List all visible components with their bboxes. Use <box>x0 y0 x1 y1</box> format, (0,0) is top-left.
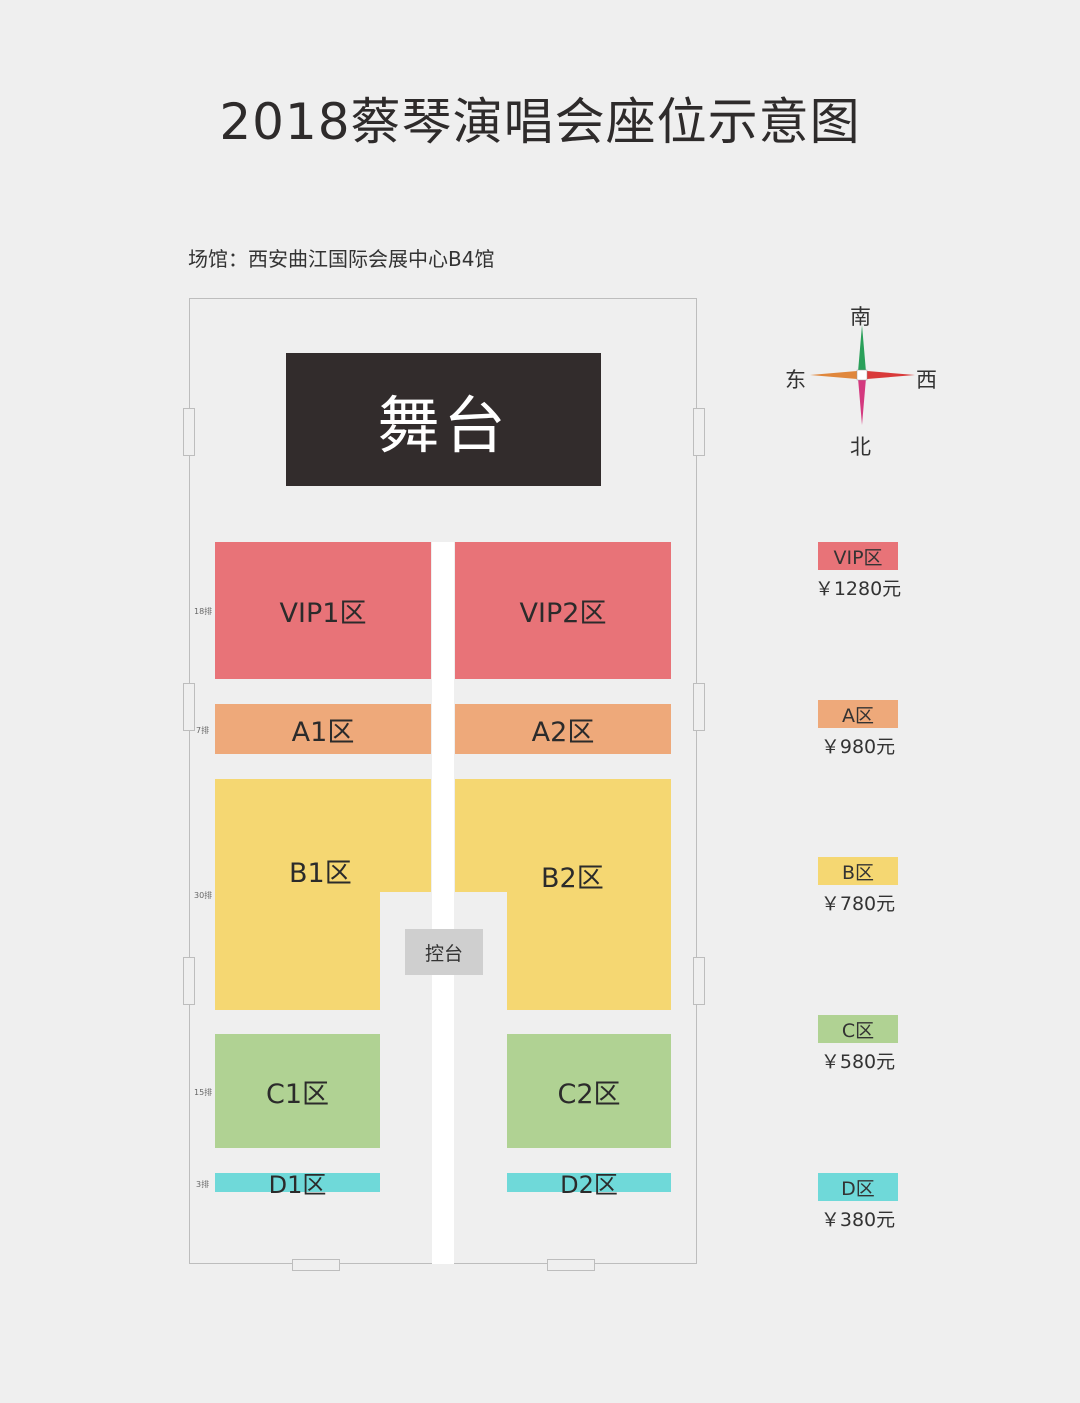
legend-b-swatch: B区 <box>818 857 898 885</box>
legend-c-price: ￥580元 <box>820 1051 896 1073</box>
stage: 舞台 <box>286 353 601 486</box>
legend-d-swatch: D区 <box>818 1173 898 1201</box>
zone-vip2[interactable]: VIP2区 <box>455 542 671 679</box>
zone-d2[interactable]: D2区 <box>507 1171 671 1199</box>
compass-arrow-east <box>810 371 857 379</box>
compass-arrow-south <box>858 325 866 372</box>
compass-icon <box>810 325 915 425</box>
legend-b-price: ￥780元 <box>820 893 896 915</box>
rows-d: 3排 <box>196 1180 210 1189</box>
door-west-1 <box>183 408 195 456</box>
legend-a-price: ￥980元 <box>820 736 896 758</box>
legend-a-swatch: A区 <box>818 700 898 728</box>
zone-d1[interactable]: D1区 <box>215 1171 380 1199</box>
door-east-2 <box>693 683 705 731</box>
compass-south-label: 北 <box>850 435 871 459</box>
rows-a: 7排 <box>196 726 210 735</box>
zone-b2-bottom[interactable] <box>507 891 671 1010</box>
zone-b1-bottom[interactable] <box>215 891 380 1010</box>
rows-vip: 18排 <box>194 607 213 616</box>
legend-vip-price: ￥1280元 <box>814 578 902 600</box>
door-bottom-2 <box>547 1259 595 1271</box>
legend-vip-swatch: VIP区 <box>818 542 898 570</box>
control-desk: 控台 <box>405 929 483 975</box>
center-aisle <box>432 542 454 1264</box>
compass-east-label: 东 <box>785 368 806 392</box>
door-east-3 <box>693 957 705 1005</box>
compass-west-label: 西 <box>916 368 937 392</box>
zone-b1-top[interactable] <box>215 779 431 892</box>
page-title: 2018蔡琴演唱会座位示意图 <box>219 93 861 151</box>
door-west-2 <box>183 683 195 731</box>
door-west-3 <box>183 957 195 1005</box>
compass-north-label: 南 <box>850 305 871 329</box>
door-bottom-1 <box>292 1259 340 1271</box>
legend-d-price: ￥380元 <box>820 1209 896 1231</box>
zone-b2-label: B2区 <box>541 863 604 894</box>
compass-arrow-west <box>867 371 915 379</box>
rows-c: 15排 <box>194 1088 213 1097</box>
legend-c-swatch: C区 <box>818 1015 898 1043</box>
zone-a1[interactable]: A1区 <box>215 704 431 754</box>
door-east-1 <box>693 408 705 456</box>
zone-c2[interactable]: C2区 <box>507 1034 671 1148</box>
rows-b: 30排 <box>194 891 213 900</box>
compass-arrow-north <box>858 378 866 425</box>
zone-a2[interactable]: A2区 <box>455 704 671 754</box>
zone-vip1[interactable]: VIP1区 <box>215 542 431 679</box>
zone-c1[interactable]: C1区 <box>215 1034 380 1148</box>
zone-b1-label: B1区 <box>289 858 352 889</box>
zone-b2-top[interactable] <box>455 779 671 892</box>
venue-label: 场馆：西安曲江国际会展中心B4馆 <box>188 247 495 271</box>
